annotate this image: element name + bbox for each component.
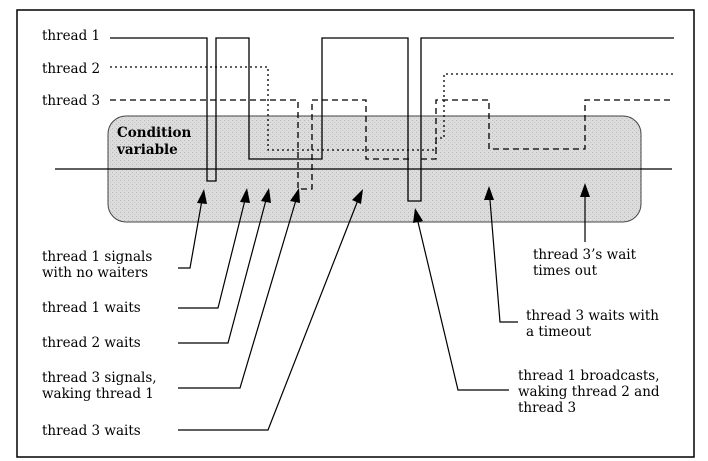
- annotation-thread-1-signals-line2: with no waiters: [42, 265, 148, 281]
- thread-1-label: thread 1: [42, 28, 100, 44]
- thread-1-trace: [110, 37, 674, 202]
- arrowhead-thread-3-times-out: [580, 183, 590, 197]
- annotation-thread-3-waits: thread 3 waits: [42, 423, 141, 439]
- leader-thread-1-broadcasts: [417, 221, 509, 391]
- annotation-thread-1-broadcasts-line3: thread 3: [518, 400, 576, 416]
- leader-thread-1-waits: [178, 199, 246, 309]
- leader-thread-2-waits: [178, 199, 267, 344]
- thread-3-label: thread 3: [42, 93, 100, 109]
- leader-thread-3-signals: [178, 199, 297, 389]
- annotation-thread-1-broadcasts-line1: thread 1 broadcasts,: [518, 368, 660, 384]
- arrowhead-thread-1-broadcasts: [413, 208, 423, 223]
- annotation-thread-1-waits: thread 1 waits: [42, 300, 141, 316]
- arrowhead-thread-3-waits: [352, 189, 363, 204]
- condition-variable-label-line1: Condition: [117, 125, 192, 141]
- annotation-thread-3-times-out-line1: thread 3’s wait: [533, 247, 637, 263]
- arrowhead-thread-1-waits: [240, 188, 250, 203]
- outer-frame: [16, 9, 695, 458]
- leader-thread-3-waits-timeout: [489, 199, 518, 323]
- leader-thread-1-signals: [178, 199, 203, 269]
- annotation-thread-1-signals-line1: thread 1 signals: [42, 249, 152, 265]
- leader-thread-3-waits: [178, 199, 359, 431]
- condition-variable-label-line2: variable: [116, 142, 178, 158]
- annotation-thread-3-waits-timeout-line2: a timeout: [526, 324, 592, 340]
- annotation-thread-3-times-out-line2: times out: [533, 263, 598, 279]
- arrowhead-thread-3-signals: [290, 188, 300, 203]
- thread-3-trace: [110, 99, 409, 190]
- annotation-thread-3-signals-line1: thread 3 signals,: [42, 370, 157, 386]
- annotation-thread-3-signals-line2: waking thread 1: [42, 386, 154, 402]
- annotation-thread-3-waits-timeout-line1: thread 3 waits with: [526, 308, 659, 324]
- annotation-thread-2-waits: thread 2 waits: [42, 335, 141, 351]
- arrowhead-thread-1-signals: [197, 189, 207, 204]
- annotation-thread-1-broadcasts-line2: waking thread 2 and: [518, 384, 660, 400]
- arrowhead-thread-3-waits-timeout: [484, 186, 494, 200]
- thread-3-trace-continued: [421, 99, 674, 160]
- arrowhead-thread-2-waits: [261, 188, 271, 203]
- thread-2-label: thread 2: [42, 61, 100, 77]
